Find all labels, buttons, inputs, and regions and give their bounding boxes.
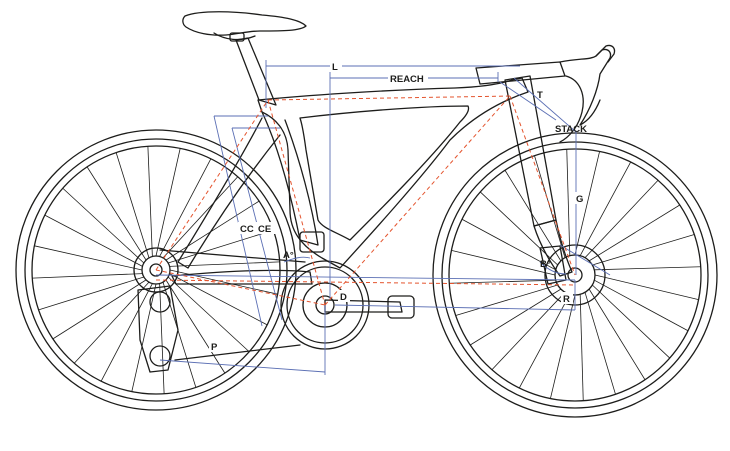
- geometry-lines: [155, 60, 611, 375]
- spoke: [574, 151, 600, 256]
- spoke: [168, 229, 274, 264]
- label-L: L: [332, 62, 338, 73]
- spoke: [518, 294, 571, 389]
- spoke: [592, 234, 695, 266]
- spoke: [38, 276, 144, 311]
- drivetrain: [137, 231, 567, 373]
- spoke: [584, 292, 616, 395]
- rear-wheel: [15, 129, 297, 411]
- spoke: [470, 288, 562, 346]
- rear-wheel-spokes: [32, 146, 280, 394]
- spoke: [165, 279, 226, 374]
- spoke: [100, 283, 153, 382]
- spoke: [155, 148, 181, 257]
- spoke: [588, 288, 646, 380]
- label-G: G: [576, 194, 583, 205]
- spoke: [159, 158, 212, 257]
- spoke: [34, 245, 143, 271]
- label-P: P: [211, 342, 218, 353]
- spoke: [491, 292, 566, 371]
- front-wheel: [432, 132, 718, 418]
- spoke: [584, 179, 659, 258]
- spoke: [566, 149, 571, 256]
- label-B: B°: [540, 259, 551, 270]
- head-angle-arc: [539, 261, 567, 275]
- stem: [475, 61, 566, 85]
- frame-centerlines: [155, 95, 576, 306]
- spoke: [534, 155, 566, 258]
- rear-cassette: [133, 247, 179, 293]
- spoke: [162, 176, 239, 259]
- spoke: [86, 166, 147, 261]
- label-R: R: [563, 294, 570, 305]
- spoke: [449, 279, 556, 284]
- frame: [171, 75, 573, 285]
- seat-angle-arc: [283, 256, 311, 263]
- dimension-labels: L REACH T STACK G CC CE A° B° D R P: [209, 60, 587, 353]
- label-stack: STACK: [555, 124, 587, 135]
- spoke: [504, 170, 562, 262]
- spoke: [44, 214, 143, 267]
- spoke: [159, 283, 165, 394]
- chain-top: [159, 249, 306, 263]
- t-line: [513, 77, 577, 133]
- spoke: [147, 146, 153, 257]
- cockpit: [475, 44, 616, 143]
- front-derailleur: [299, 231, 325, 253]
- spoke: [594, 266, 701, 271]
- spoke: [52, 279, 147, 340]
- spoke: [588, 204, 680, 262]
- label-T: T: [537, 90, 543, 101]
- cc-line: [213, 115, 263, 327]
- spoke: [579, 161, 632, 256]
- spoke: [115, 152, 150, 258]
- spoke: [165, 200, 260, 261]
- label-A: A°: [283, 250, 294, 261]
- spoke: [579, 294, 584, 401]
- spoke: [167, 276, 250, 353]
- label-D: D: [340, 292, 347, 303]
- spoke: [594, 279, 689, 332]
- spoke: [32, 273, 143, 279]
- label-CE: CE: [258, 224, 271, 235]
- label-CC: CC: [240, 224, 254, 235]
- rear-derailleur: [137, 285, 179, 373]
- chainstay-line-P: [159, 359, 326, 373]
- front-wheel-spokes: [449, 149, 701, 401]
- spoke: [169, 261, 280, 267]
- seatpost: [235, 37, 277, 106]
- label-reach: REACH: [390, 74, 424, 85]
- spoke: [169, 273, 268, 326]
- chain-bottom: [174, 344, 301, 361]
- spoke: [594, 274, 699, 300]
- spoke: [592, 284, 671, 359]
- spoke: [62, 187, 145, 264]
- saddle: [182, 11, 307, 42]
- spoke: [131, 283, 157, 392]
- spoke: [550, 294, 576, 399]
- spoke: [461, 218, 556, 271]
- spoke: [73, 281, 150, 364]
- spoke: [162, 282, 197, 388]
- spoke: [455, 284, 558, 316]
- spoke: [451, 250, 556, 276]
- handlebar-drop: [559, 48, 612, 126]
